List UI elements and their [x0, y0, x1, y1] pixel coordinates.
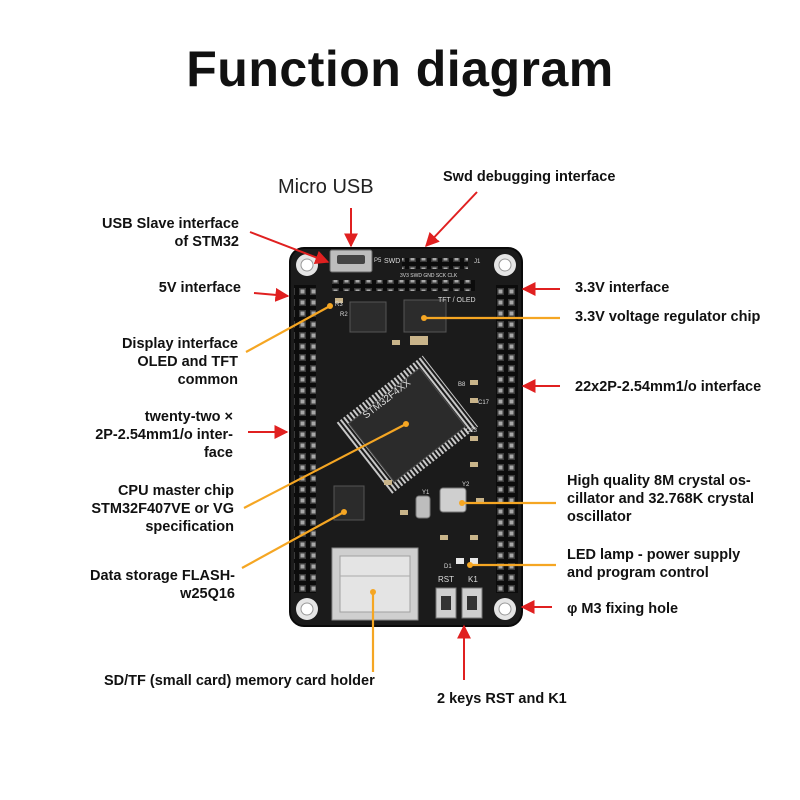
micro-usb-label: Micro USB — [278, 176, 374, 198]
left-pin-header — [294, 285, 316, 593]
right-pin-header — [496, 285, 518, 593]
display-ic — [349, 301, 387, 333]
label-sd: SD/TF (small card) memory card holder — [104, 673, 375, 689]
crystal-32k — [415, 495, 431, 519]
label-keys: 2 keys RST and K1 — [437, 691, 567, 707]
silk-r3: R3 — [335, 302, 343, 308]
page-title: Function diagram — [186, 41, 614, 97]
pcb-board: STM32F4XX TFT / OLED SWD 3V3 SWD GND SC — [289, 247, 523, 627]
label-m3: φ M3 fixing hole — [567, 601, 679, 617]
silk-p5: P5 — [374, 258, 382, 264]
label-header-left: twenty-two ×2P-2.54mm1/o inter-face — [95, 409, 233, 461]
sd-card-holder — [331, 547, 419, 621]
silk-k1: K1 — [468, 575, 478, 584]
red-arrows — [248, 191, 560, 680]
silk-r2: R2 — [340, 312, 348, 318]
mounting-hole-top-left — [296, 254, 318, 276]
label-regulator: 3.3V voltage regulator chip — [575, 309, 761, 325]
rst-button — [435, 587, 457, 619]
mounting-hole-top-right — [494, 254, 516, 276]
arrow-swd — [425, 191, 478, 248]
led-d2 — [470, 558, 478, 564]
mounting-hole-bottom-left — [296, 598, 318, 620]
silk-swd-pins: 3V3 SWD GND SCK CLK — [400, 273, 458, 279]
arrow-usb-slave — [249, 231, 330, 265]
silk-j1: J1 — [474, 259, 481, 265]
tft-oled-header — [332, 280, 475, 291]
leader-flash — [241, 511, 345, 569]
label-5v: 5V interface — [158, 280, 241, 296]
silk-y2: Y2 — [462, 482, 470, 488]
label-crystal: High quality 8M crystal os-cillator and … — [567, 473, 754, 525]
silk-swd: SWD — [384, 258, 400, 265]
leader-cpu — [243, 423, 407, 509]
led-d1 — [456, 558, 464, 564]
swd-header — [402, 258, 468, 269]
orange-leaders — [241, 303, 560, 672]
silk-c17: C17 — [478, 400, 490, 406]
label-3v3: 3.3V interface — [575, 280, 670, 296]
silk-rst: RST — [438, 575, 454, 584]
crystal-8m — [439, 487, 467, 513]
silk-y1: Y1 — [422, 490, 430, 496]
label-swd: Swd debugging interface — [443, 169, 616, 185]
label-flash: Data storage FLASH-w25Q16 — [89, 568, 235, 602]
silk-tft-oled: TFT / OLED — [438, 297, 476, 304]
leader-display — [245, 305, 331, 353]
silk-d1: D1 — [444, 564, 452, 570]
silk-c23: C23 — [466, 428, 478, 434]
arrow-5v — [253, 287, 290, 302]
k1-button — [461, 587, 483, 619]
label-header-right: 22x2P-2.54mm1/o interface — [575, 379, 762, 395]
mounting-hole-bottom-right — [494, 598, 516, 620]
silk-b8: B8 — [458, 382, 466, 388]
micro-usb-port — [329, 249, 373, 273]
